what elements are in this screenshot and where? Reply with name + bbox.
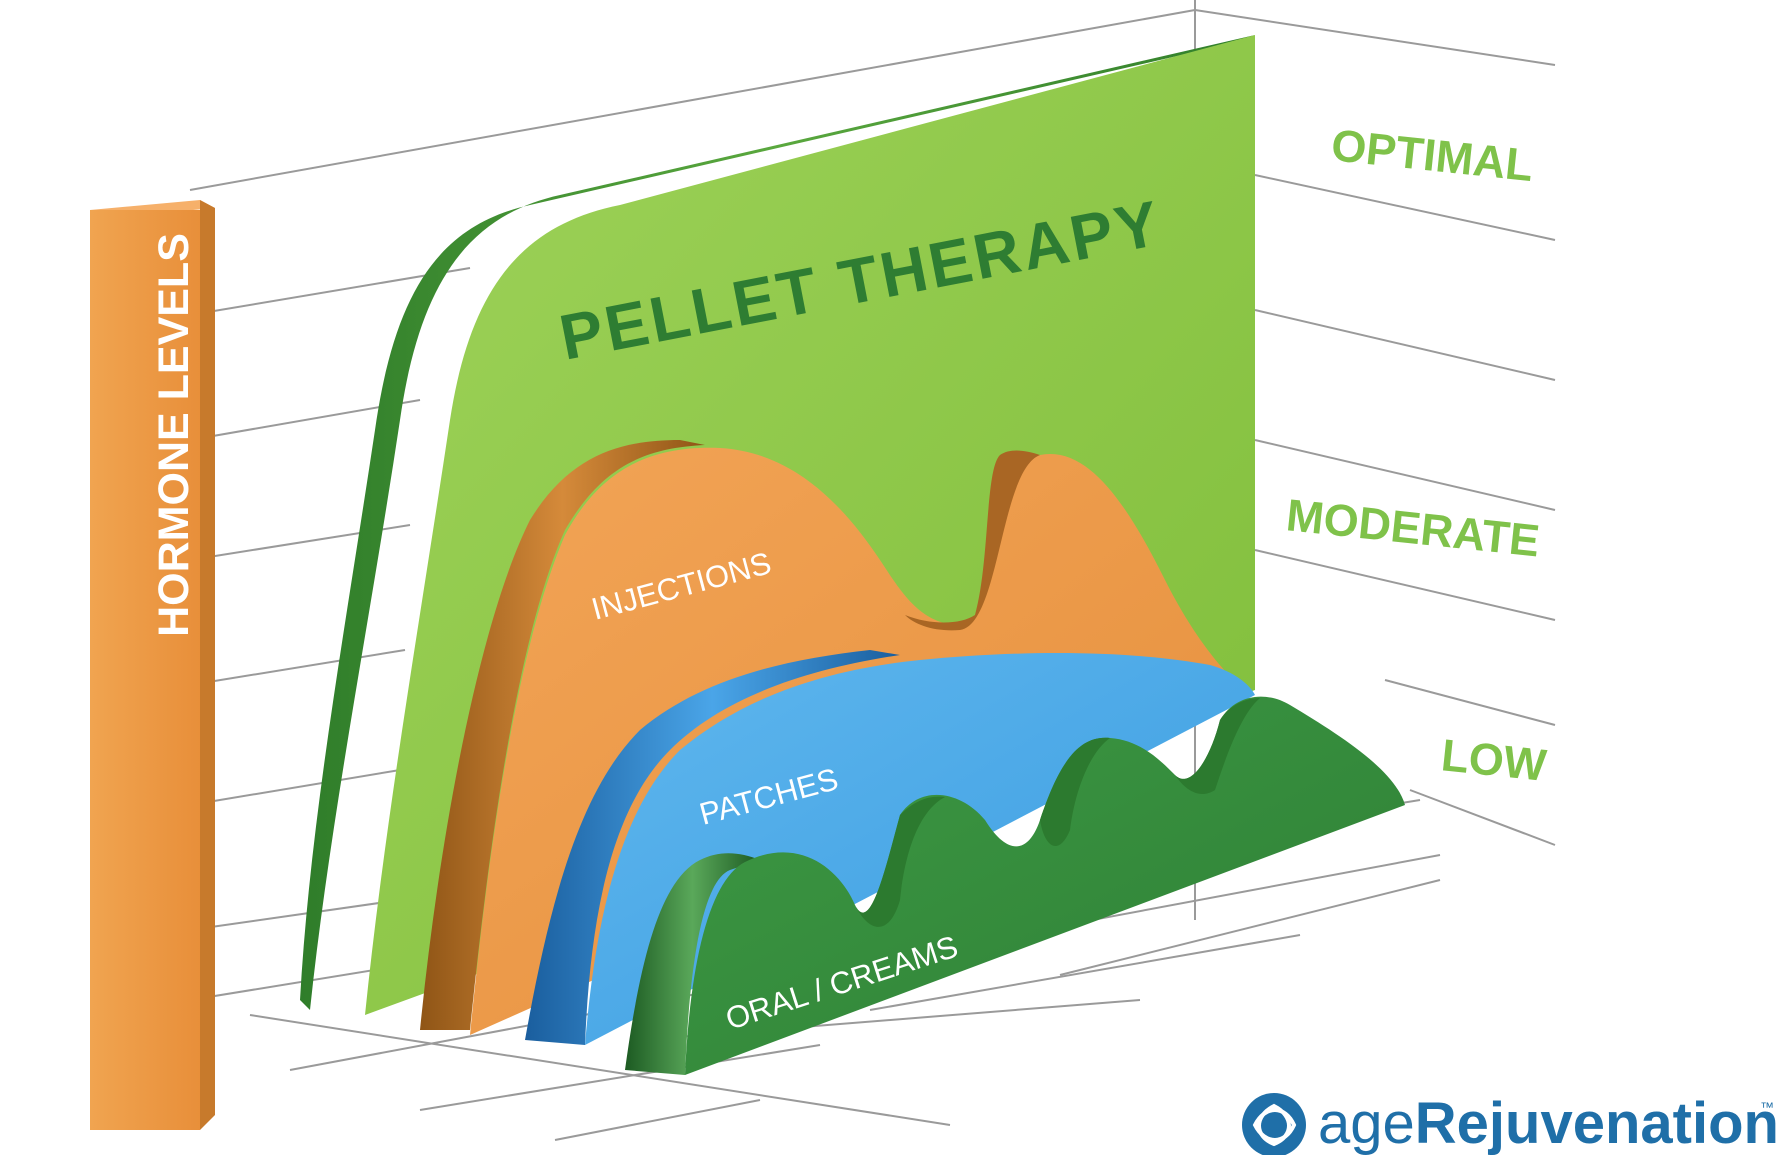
series-oral-creams bbox=[625, 696, 1405, 1075]
brand-logo-mark-2 bbox=[1257, 1103, 1291, 1147]
oral-creams-face bbox=[685, 696, 1405, 1075]
oral-creams-notch-3 bbox=[1175, 698, 1260, 795]
level-label-optimal: OPTIMAL bbox=[1329, 119, 1536, 191]
level-label-moderate: MODERATE bbox=[1284, 489, 1542, 566]
y-axis-bar-front bbox=[90, 210, 200, 1130]
right-wall-grid bbox=[1194, 9, 1556, 846]
y-axis-bar: HORMONE LEVELS bbox=[90, 200, 215, 1130]
oral-creams-notch-2 bbox=[1040, 737, 1110, 847]
level-label-low: LOW bbox=[1439, 729, 1549, 791]
patches-side bbox=[525, 650, 900, 1045]
brand-logo-icon bbox=[1242, 1093, 1306, 1155]
brand-tm: ™ bbox=[1760, 1099, 1774, 1115]
oral-creams-side bbox=[625, 853, 760, 1075]
brand-name-part1: age bbox=[1318, 1091, 1415, 1155]
brand-logo-text: ageRejuvenation bbox=[1318, 1091, 1779, 1155]
injections-side bbox=[420, 440, 705, 1030]
brand-name-part2: Rejuvenation bbox=[1415, 1091, 1779, 1155]
brand-logo: ageRejuvenation ™ bbox=[1242, 1091, 1779, 1155]
y-axis-bar-side bbox=[200, 200, 215, 1130]
oral-creams-notch-1 bbox=[855, 796, 945, 927]
y-axis-label: HORMONE LEVELS bbox=[150, 233, 198, 637]
injections-notch bbox=[905, 450, 1040, 631]
